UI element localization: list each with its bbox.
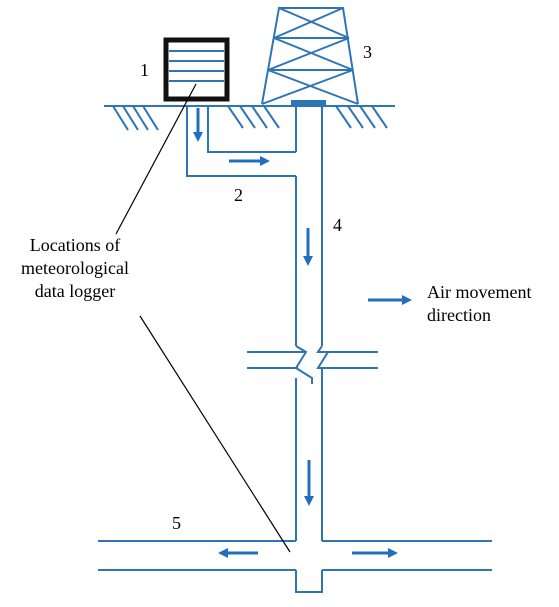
data-logger-box xyxy=(163,37,230,102)
legend-line-2: direction xyxy=(427,305,491,325)
logger-label-line-3: data logger xyxy=(35,281,115,301)
label-3: 3 xyxy=(363,42,372,62)
headframe-tower xyxy=(261,7,359,105)
label-5: 5 xyxy=(172,513,181,533)
connecting-duct xyxy=(186,106,296,177)
legend-line-1: Air movement xyxy=(427,282,531,302)
airflow-arrows xyxy=(193,108,412,558)
main-shaft xyxy=(247,106,378,541)
logger-leader-lines xyxy=(115,83,291,553)
label-1: 1 xyxy=(140,60,149,80)
logger-label-line-1: Locations of xyxy=(30,235,120,255)
logger-label-line-2: meteorological xyxy=(21,258,129,278)
legend: Air movement direction xyxy=(427,282,531,325)
label-4: 4 xyxy=(333,215,342,235)
ground-surface xyxy=(104,105,395,131)
horizontal-drift xyxy=(98,540,492,593)
label-2: 2 xyxy=(234,185,243,205)
logger-location-label: Locations of meteorological data logger xyxy=(21,235,129,301)
shaft-collar xyxy=(291,100,326,106)
